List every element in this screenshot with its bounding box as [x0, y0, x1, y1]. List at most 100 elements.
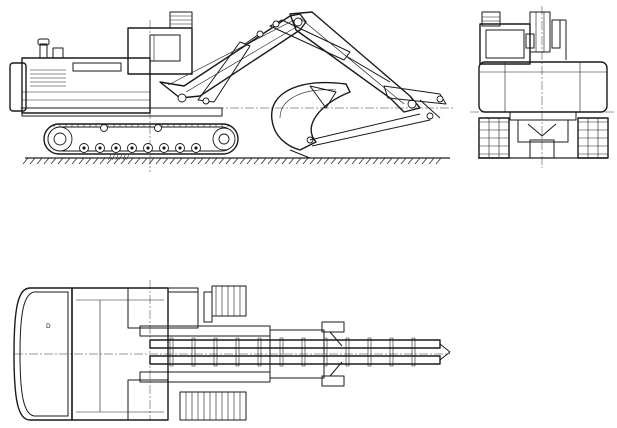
ground-hatch-stroke [43, 157, 50, 165]
ground-hatch-stroke [372, 157, 379, 165]
ground-hatch-stroke [414, 157, 421, 165]
ground-hatch-stroke [400, 157, 407, 165]
front-undercarriage [478, 117, 609, 159]
ground-hatch-stroke [176, 157, 183, 165]
ground-hatch-stroke [85, 157, 92, 165]
track-roller-hub [194, 146, 198, 150]
boom-pin [169, 337, 174, 367]
ground-hatch-stroke [183, 157, 190, 165]
ground-hatch-stroke [358, 157, 365, 165]
ground-hatch-stroke [274, 157, 281, 165]
ground-hatch-stroke [162, 157, 169, 165]
upper-frame-deck [21, 107, 223, 117]
ground-hatch-stroke [99, 157, 106, 165]
top-counterweight: D [13, 287, 73, 421]
ground-hatch-stroke [92, 157, 99, 165]
boom-pin [345, 337, 350, 367]
side-view: ////// [9, 11, 455, 172]
track-roller-hub [130, 146, 134, 150]
ground-hatch-stroke [106, 157, 113, 165]
ground-hatch-stroke [281, 157, 288, 165]
track-roller-hub [178, 146, 182, 150]
bucket [271, 81, 351, 159]
front-body [478, 61, 608, 121]
ground-hatch-stroke [295, 157, 302, 165]
boom-cylinder [197, 30, 264, 105]
ground-hatch-stroke [253, 157, 260, 165]
boom-pin [411, 337, 416, 367]
ground-hatch-stroke [36, 157, 43, 165]
ground-hatch-stroke [323, 157, 330, 165]
ground-hatch-stroke [435, 157, 442, 165]
ground-hatch-stroke [78, 157, 85, 165]
engine-housing [9, 57, 151, 114]
top-upper-structure [71, 287, 213, 421]
ground-hatch-stroke [22, 157, 29, 165]
boom-pin [257, 337, 262, 367]
track-roller-hub [162, 146, 166, 150]
track-roller-hub [82, 146, 86, 150]
ground-hatch-stroke [260, 157, 267, 165]
boom-pin [301, 337, 306, 367]
boom-pin [235, 337, 240, 367]
ground-hatch-stroke [351, 157, 358, 165]
ground-hatch-stroke [421, 157, 428, 165]
ground-hatch-stroke [71, 157, 78, 165]
ground-hatch-stroke [113, 157, 120, 165]
front-view [470, 6, 615, 168]
track-roller-hub [98, 146, 102, 150]
ground-hatch-stroke [169, 157, 176, 165]
ground-hatch-stroke [330, 157, 337, 165]
ground-hatch-stroke [155, 157, 162, 165]
operator-cab [127, 11, 193, 75]
ground-hatch-stroke [239, 157, 246, 165]
stick-cylinder [269, 19, 391, 83]
boom-pin [367, 337, 372, 367]
front-boom [525, 11, 567, 60]
ground-hatch-stroke [365, 157, 372, 165]
ground-hatch-stroke [246, 157, 253, 165]
ground-hatch-stroke [64, 157, 71, 165]
bucket-linkage [309, 112, 434, 147]
ground-hatch-stroke [267, 157, 274, 165]
ground-hatch-stroke [197, 157, 204, 165]
ground-hatch-stroke [393, 157, 400, 165]
undercarriage-track: ////// [43, 123, 239, 161]
ground-hatch-stroke [50, 157, 57, 165]
ground-hatch-stroke [218, 157, 225, 165]
front-cab [479, 11, 531, 65]
ground-hatch-stroke [120, 157, 127, 165]
ground-hatch-stroke [190, 157, 197, 165]
ground-hatch-stroke [127, 157, 134, 165]
boom-pin [191, 337, 196, 367]
ground-hatch-stroke [148, 157, 155, 165]
track-roller-hub [114, 146, 118, 150]
boom-pin [389, 337, 394, 367]
ground-hatch-stroke [29, 157, 36, 165]
ground-hatch-stroke [316, 157, 323, 165]
top-marker-d: D [46, 323, 51, 330]
ground-hatch-stroke [407, 157, 414, 165]
track-hatch-text: ////// [108, 154, 130, 161]
top-tracks [179, 285, 247, 421]
ground-hatch-stroke [204, 157, 211, 165]
ground-hatch-stroke [344, 157, 351, 165]
ground-hatch-stroke [288, 157, 295, 165]
ground-hatch-stroke [232, 157, 239, 165]
top-view: D [13, 280, 451, 421]
ground-hatch-stroke [225, 157, 232, 165]
ground-hatch-stroke [379, 157, 386, 165]
ground-hatch-stroke [309, 157, 316, 165]
exhaust-stack [37, 38, 64, 59]
ground-hatch-stroke [386, 157, 393, 165]
ground-hatch-stroke [211, 157, 218, 165]
engine-louvers [30, 69, 66, 87]
ground-hatch-stroke [302, 157, 309, 165]
ground-hatch-stroke [337, 157, 344, 165]
boom-pin [279, 337, 284, 367]
ground-hatch-stroke [57, 157, 64, 165]
track-roller-hub [146, 146, 150, 150]
ground-hatch-stroke [141, 157, 148, 165]
ground-hatch-stroke [428, 157, 435, 165]
